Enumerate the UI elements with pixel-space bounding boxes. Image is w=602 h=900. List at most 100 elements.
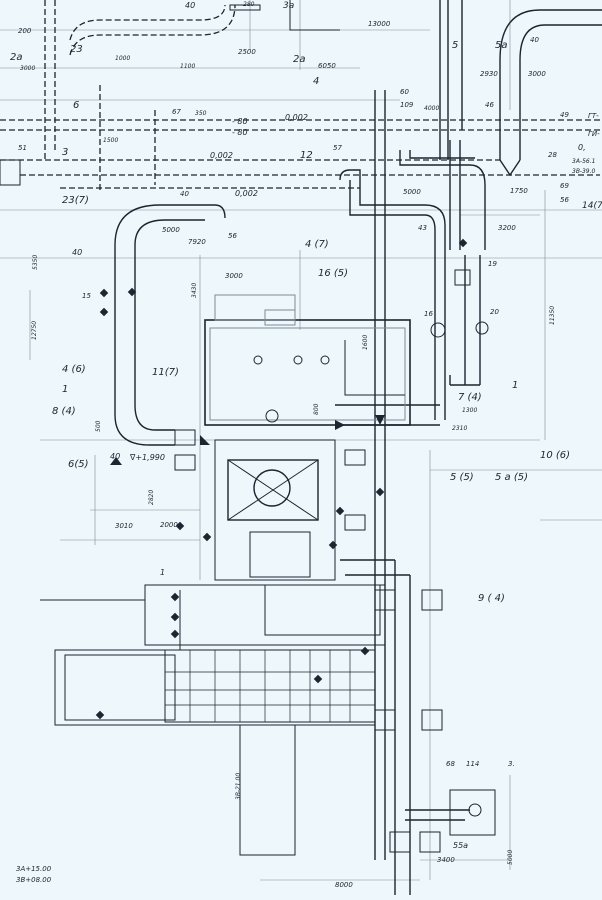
building-outline	[0, 0, 496, 856]
label: 67	[172, 108, 181, 116]
label: 2930	[480, 70, 498, 78]
label: 3A-56.1	[572, 158, 595, 165]
label: 5a	[495, 40, 508, 51]
label: 60	[400, 88, 409, 96]
label: - 80	[232, 117, 248, 126]
label: 200	[18, 27, 32, 35]
label: 11(7)	[152, 367, 179, 378]
label: 13000	[368, 20, 391, 28]
label: 2a	[293, 54, 306, 65]
label: 8 (4)	[52, 406, 76, 417]
label: 40	[185, 1, 195, 10]
label: 6050	[318, 62, 336, 70]
label: 11350	[549, 306, 556, 325]
label: ГИ-	[588, 130, 600, 138]
label: 3430	[191, 283, 198, 298]
label: 3A+15.00	[16, 865, 52, 873]
panel-grid	[165, 650, 375, 722]
label: 5000	[162, 226, 180, 234]
label: 1600	[362, 335, 369, 350]
label: 3000	[20, 65, 35, 72]
label: 9 ( 4)	[478, 593, 505, 604]
label: 3B-21.00	[235, 773, 242, 800]
label: 2000	[160, 521, 178, 529]
label: 3.	[508, 760, 515, 768]
label: 1	[62, 384, 68, 395]
label: 1750	[510, 187, 528, 195]
label: 23(7)	[62, 195, 89, 206]
label: 40	[110, 452, 120, 461]
label: 56	[560, 196, 569, 204]
label: 40	[180, 190, 189, 198]
label: 14(7	[582, 201, 602, 211]
label: 6	[73, 100, 79, 111]
dashed-pipelines	[0, 0, 602, 190]
label: 2310	[452, 425, 467, 432]
label: 69	[560, 182, 569, 190]
label: ГТ-	[588, 112, 599, 120]
label: 1300	[462, 407, 477, 414]
label: 5350	[32, 255, 39, 270]
label: 114	[466, 760, 479, 768]
label: 280	[243, 1, 255, 8]
label: 3B-39.0	[572, 168, 596, 175]
label: 3200	[498, 224, 516, 232]
label: 4000	[424, 105, 439, 112]
label: 16	[424, 310, 433, 318]
label: 16 (5)	[318, 268, 348, 279]
label: 1	[512, 380, 518, 391]
label: 1	[160, 568, 165, 577]
label: 20	[490, 308, 499, 316]
label: 49	[560, 111, 569, 119]
label: 3000	[225, 272, 243, 280]
label: 4 (7)	[305, 239, 329, 250]
label: 109	[400, 101, 414, 109]
label: 5	[452, 40, 458, 51]
label: 51	[18, 144, 27, 152]
label: 2a	[10, 52, 23, 63]
label: 5000	[403, 188, 421, 196]
label: 68	[446, 760, 455, 768]
label: 7 (4)	[458, 392, 482, 403]
label: 8000	[335, 881, 353, 889]
label: 43	[418, 224, 427, 232]
label: 4	[313, 76, 319, 87]
label: 0,002	[235, 189, 258, 198]
label: 28	[548, 151, 557, 159]
label: 5 a (5)	[495, 472, 528, 483]
label: 3	[62, 147, 68, 158]
label: 7920	[188, 238, 206, 246]
label: 6(5)	[68, 459, 89, 470]
label: 2820	[148, 490, 155, 505]
label: 0,	[578, 143, 586, 152]
label: 56	[228, 232, 237, 240]
label: 1500	[103, 137, 118, 144]
label: 12	[300, 150, 313, 161]
label: 1100	[180, 63, 195, 70]
label: 55a	[453, 841, 468, 850]
label: 12750	[31, 321, 38, 340]
label: 2500	[238, 48, 256, 56]
label: ∇+1,990	[129, 453, 165, 462]
label: 10 (6)	[540, 450, 570, 461]
label: 1000	[115, 55, 130, 62]
label: 19	[488, 260, 497, 268]
label: - 80	[232, 128, 248, 137]
label: 23	[70, 44, 83, 55]
label: 0,002	[210, 151, 233, 160]
label: 0,002	[285, 113, 308, 122]
label: 350	[195, 110, 207, 117]
drawing-labels: 40 280 3a 200 2a 13000 5 5a 40 1000 2500…	[10, 1, 602, 889]
label: 3000	[528, 70, 546, 78]
label: 46	[485, 101, 494, 109]
label: 5000	[507, 850, 514, 865]
label: 5 (5)	[450, 472, 474, 483]
label: 3400	[437, 856, 455, 864]
label: 3a	[283, 1, 294, 11]
label: 15	[82, 292, 91, 300]
label: 4 (6)	[62, 364, 86, 375]
label: 40	[72, 248, 82, 257]
label: 57	[333, 144, 342, 152]
label: 3010	[115, 522, 133, 530]
